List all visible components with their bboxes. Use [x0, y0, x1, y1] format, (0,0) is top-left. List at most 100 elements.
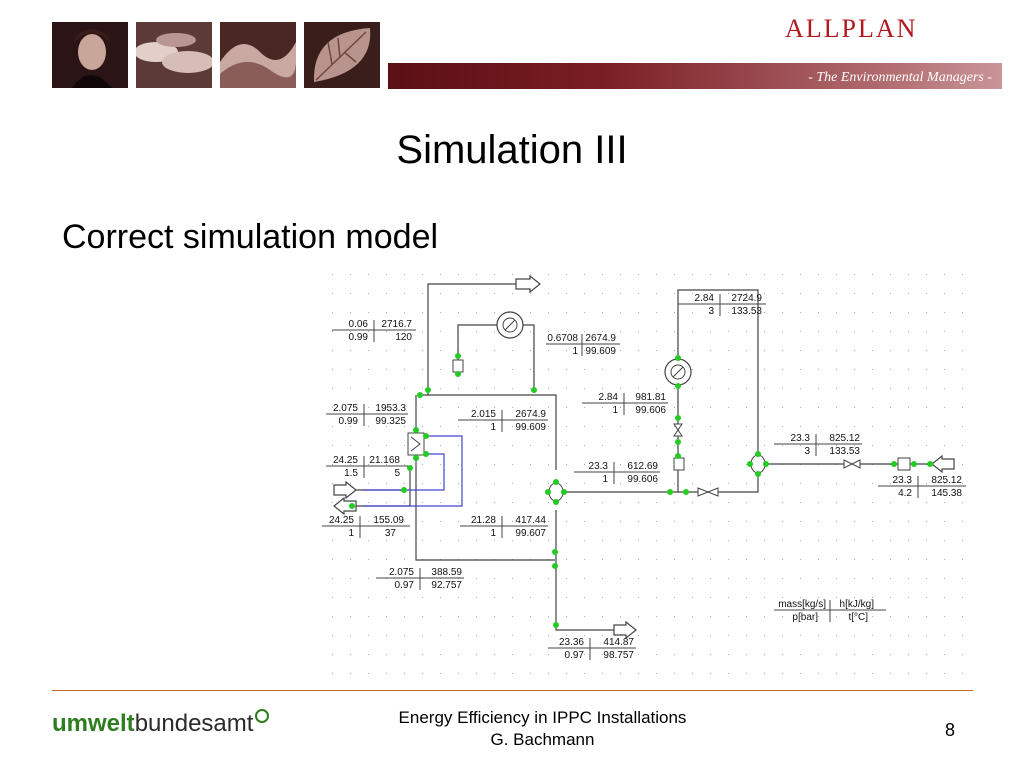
header-photo-portrait	[52, 22, 128, 88]
svg-text:825.12: 825.12	[829, 433, 860, 444]
stream-box: 0.06 2716.7 0.99 120	[332, 319, 416, 343]
slide-title: Simulation III	[396, 128, 628, 172]
stream-box: 23.3 612.69 1 99.606	[574, 461, 660, 485]
svg-text:2674.9: 2674.9	[585, 333, 616, 344]
svg-text:1: 1	[490, 528, 496, 539]
svg-text:1: 1	[572, 346, 578, 357]
svg-text:21.168: 21.168	[369, 455, 400, 466]
svg-text:99.606: 99.606	[635, 405, 666, 416]
stream-box: 2.84 2724.9 3 133.53	[678, 293, 766, 317]
header-photo-waves	[220, 22, 296, 88]
svg-text:2674.9: 2674.9	[515, 409, 546, 420]
header-tagline: - The Environmental Managers -	[808, 70, 992, 85]
svg-text:24.25: 24.25	[329, 515, 354, 526]
footer-course-title: Energy Efficiency in IPPC Installations	[398, 708, 687, 727]
stream-box: 23.3 825.12 4.2 145.38	[878, 475, 966, 499]
footer-author: G. Bachmann	[490, 730, 595, 749]
svg-text:2.84: 2.84	[695, 293, 715, 304]
svg-text:1: 1	[490, 422, 496, 433]
svg-text:h[kJ/kg]: h[kJ/kg]	[840, 599, 875, 610]
stream-box: 2.075 388.59 0.97 92.757	[376, 567, 464, 591]
header-photo-clouds	[136, 22, 212, 88]
svg-text:99.609: 99.609	[585, 346, 616, 357]
logo-mark-icon	[255, 709, 270, 723]
svg-text:37: 37	[385, 528, 397, 539]
svg-text:0.99: 0.99	[349, 332, 369, 343]
inlet-arrow-right	[931, 454, 955, 474]
svg-text:23.36: 23.36	[559, 637, 584, 648]
svg-text:t[°C]: t[°C]	[848, 612, 868, 623]
svg-text:3: 3	[804, 446, 810, 457]
inlet-arrow-left	[333, 480, 357, 500]
svg-text:2.075: 2.075	[389, 567, 414, 578]
svg-text:99.607: 99.607	[515, 528, 546, 539]
stream-box: 23.36 414.87 0.97 98.757	[548, 637, 636, 661]
slide-subtitle: Correct simulation model	[62, 218, 439, 256]
svg-text:1: 1	[348, 528, 354, 539]
svg-text:99.609: 99.609	[515, 422, 546, 433]
brand-logo: ALLPLAN	[785, 14, 918, 43]
diagram-legend: mass[kg/s] h[kJ/kg] p[bar] t[°C]	[774, 599, 886, 623]
svg-text:612.69: 612.69	[627, 461, 658, 472]
turbine-2	[664, 358, 692, 386]
svg-text:0.97: 0.97	[395, 580, 415, 591]
svg-text:2.015: 2.015	[471, 409, 496, 420]
svg-text:825.12: 825.12	[931, 475, 962, 486]
svg-text:2.84: 2.84	[599, 392, 619, 403]
stream-box: 2.84 981.81 1 99.606	[582, 392, 668, 416]
svg-text:2.075: 2.075	[333, 403, 358, 414]
svg-text:145.38: 145.38	[931, 488, 962, 499]
stream-box: 24.25 155.09 1 37	[322, 515, 410, 539]
svg-text:1: 1	[602, 474, 608, 485]
outlet-arrow-bottom	[613, 620, 637, 640]
svg-text:388.59: 388.59	[431, 567, 462, 578]
svg-text:0.06: 0.06	[349, 319, 369, 330]
svg-text:23.3: 23.3	[791, 433, 811, 444]
svg-text:5: 5	[394, 468, 400, 479]
svg-text:0.97: 0.97	[565, 650, 585, 661]
svg-text:155.09: 155.09	[373, 515, 404, 526]
svg-text:99.325: 99.325	[375, 416, 406, 427]
page-number: 8	[945, 720, 956, 740]
stream-labels: 0.06 2716.7 0.99 120 0.6708 2674.9 1 99.609 2.…	[322, 293, 966, 661]
svg-text:0.6708: 0.6708	[547, 333, 578, 344]
svg-text:2716.7: 2716.7	[381, 319, 412, 330]
svg-text:2724.9: 2724.9	[731, 293, 762, 304]
outlet-arrow-top	[515, 274, 541, 294]
svg-text:99.606: 99.606	[627, 474, 658, 485]
svg-text:120: 120	[395, 332, 412, 343]
svg-text:mass[kg/s]: mass[kg/s]	[778, 599, 826, 610]
svg-text:92.757: 92.757	[431, 580, 462, 591]
svg-text:21.28: 21.28	[471, 515, 496, 526]
svg-text:23.3: 23.3	[589, 461, 609, 472]
svg-text:24.25: 24.25	[333, 455, 358, 466]
stream-box: 2.075 1953.3 0.99 99.325	[326, 403, 408, 427]
svg-text:133.53: 133.53	[829, 446, 860, 457]
svg-text:4.2: 4.2	[898, 488, 912, 499]
svg-text:0.99: 0.99	[339, 416, 359, 427]
svg-text:1953.3: 1953.3	[375, 403, 406, 414]
connector-nodes	[349, 353, 933, 628]
heat-exchanger	[407, 432, 425, 456]
footer-rule	[52, 690, 973, 691]
header-banner	[388, 63, 1002, 89]
stream-box: 2.015 2674.9 1 99.609	[458, 409, 548, 433]
svg-text:23.3: 23.3	[893, 475, 913, 486]
svg-text:98.757: 98.757	[603, 650, 634, 661]
stream-box: 23.3 825.12 3 133.53	[774, 433, 862, 457]
outlet-arrow-left	[333, 496, 357, 516]
stream-box: 24.25 21.168 1.5 5	[326, 455, 408, 479]
stream-box: 21.28 417.44 1 99.607	[460, 515, 548, 539]
svg-text:417.44: 417.44	[515, 515, 546, 526]
svg-text:1.5: 1.5	[344, 468, 358, 479]
svg-text:3: 3	[708, 306, 714, 317]
svg-text:981.81: 981.81	[635, 392, 666, 403]
umweltbundesamt-logo: umweltbundesamt	[52, 709, 270, 738]
stream-box: 0.6708 2674.9 1 99.609	[546, 333, 620, 357]
svg-text:p[bar]: p[bar]	[792, 612, 818, 623]
turbine-1	[496, 311, 524, 339]
svg-text:133.53: 133.53	[731, 306, 762, 317]
svg-text:414.87: 414.87	[603, 637, 634, 648]
header-photo-leaf	[304, 22, 380, 88]
svg-text:1: 1	[612, 405, 618, 416]
